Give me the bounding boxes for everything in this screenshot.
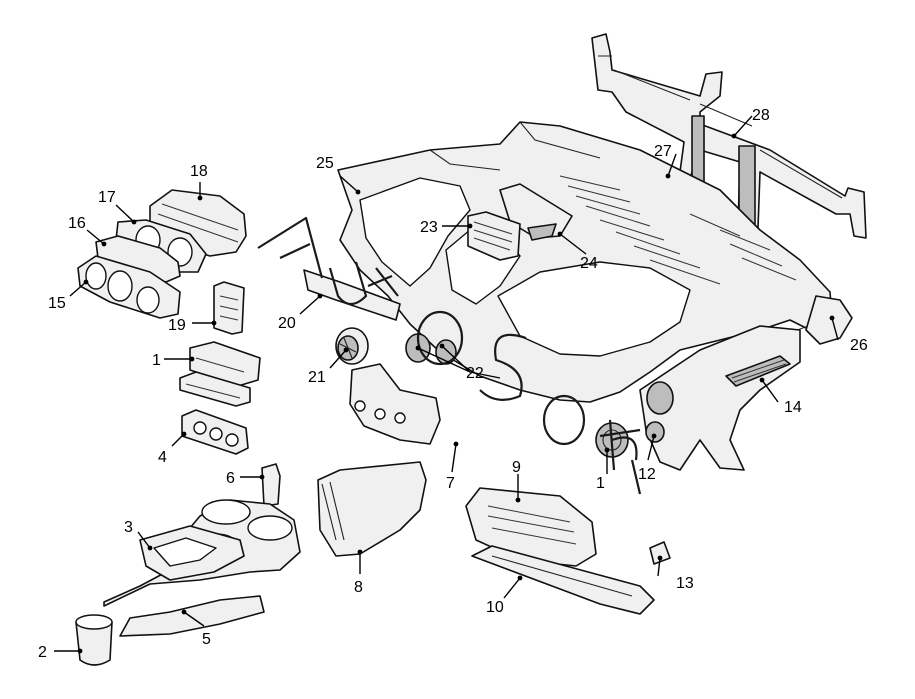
part-4-heater-controls	[181, 409, 249, 455]
part-15-cluster-face	[77, 255, 181, 319]
callout-25: 25	[316, 155, 334, 172]
callout-8: 8	[354, 579, 363, 596]
callout-10: 10	[486, 599, 504, 616]
callout-16: 16	[68, 215, 86, 232]
leader-dots	[77, 133, 835, 654]
callout-14: 14	[784, 399, 802, 416]
callout-4: 4	[158, 449, 167, 466]
leader-lines	[54, 115, 839, 652]
callout-19: 19	[168, 317, 186, 334]
part-6-clip	[261, 463, 281, 507]
part-3-cup-holder	[139, 525, 245, 581]
callout-2: 2	[38, 644, 47, 661]
callout-3: 3	[124, 519, 133, 536]
autosoft-watermark	[257, 216, 642, 495]
part-19-switch-panel	[213, 281, 245, 335]
callout-21: 21	[308, 369, 326, 386]
part-23-vent-module	[467, 211, 521, 261]
part-20-left-trim	[303, 269, 401, 321]
part-1-radio	[179, 341, 261, 407]
callout-23: 23	[420, 219, 438, 236]
callout-1b: 1	[596, 475, 605, 492]
part-21-round-vent	[335, 327, 369, 365]
callout-9: 9	[512, 459, 521, 476]
part-9-glovebox	[465, 487, 597, 567]
part-10-tray	[471, 545, 655, 615]
part-7-lower-bracket	[349, 363, 441, 445]
callout-26: 26	[850, 337, 868, 354]
part-12-small-vent	[645, 421, 665, 443]
callout-6: 6	[226, 470, 235, 487]
callout-24: 24	[580, 255, 598, 272]
part-2-cup	[75, 614, 113, 666]
callout-20: 20	[278, 315, 296, 332]
callout-5: 5	[202, 631, 211, 648]
callout-27: 27	[654, 143, 672, 160]
part-14-lower-panel	[639, 325, 801, 471]
part-26-end-panel	[805, 295, 853, 345]
callout-22: 22	[466, 365, 484, 382]
part-28-support-beam	[591, 33, 867, 239]
callout-7: 7	[446, 475, 455, 492]
callout-17: 17	[98, 189, 116, 206]
part-8-side-panel	[317, 461, 427, 557]
callout-28: 28	[752, 107, 770, 124]
callout-18: 18	[190, 163, 208, 180]
part-13-connector	[649, 541, 671, 565]
callout-15: 15	[48, 295, 66, 312]
callout-labels: 18 17 16 15 19 1 4 6 3 2 5 7 8 10 9 13 1…	[38, 107, 868, 661]
callout-12: 12	[638, 466, 656, 483]
callout-13: 13	[676, 575, 694, 592]
callout-1a: 1	[152, 352, 161, 369]
